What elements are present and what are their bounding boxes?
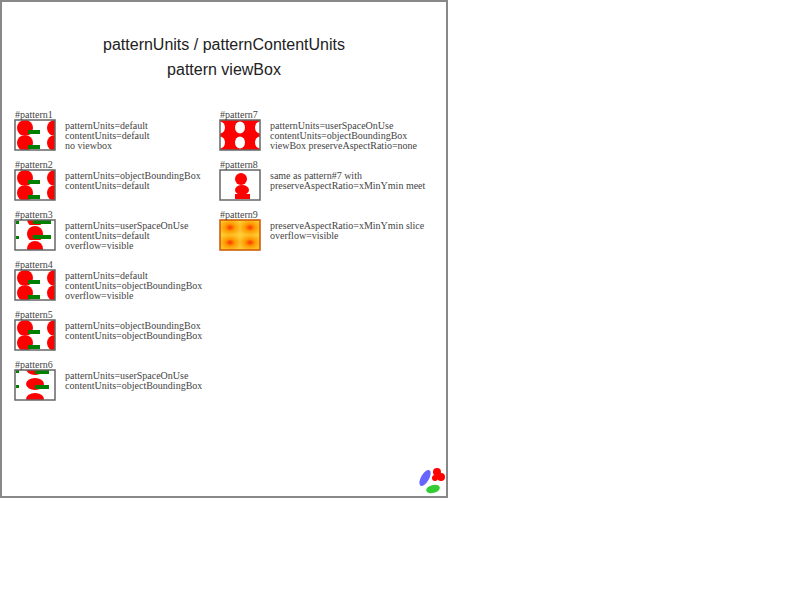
swatch-id: #pattern2: [15, 160, 53, 170]
swatch-id: #pattern6: [15, 360, 53, 370]
description-line: contentUnits=default: [65, 181, 150, 191]
swatch-id: #pattern5: [15, 310, 53, 320]
description-line: contentUnits=objectBoundingBox: [65, 331, 202, 341]
pattern-swatch: #pattern7: [220, 110, 258, 120]
description-line: overflow=visible: [65, 291, 133, 301]
subtitle: pattern viewBox: [1, 60, 447, 80]
description-line: viewBox preserveAspectRatio=none: [270, 141, 417, 151]
description-line: preserveAspectRatio=xMinYmin meet: [270, 181, 425, 191]
swatch-id: #pattern1: [15, 110, 53, 120]
description-line: no viewbox: [65, 141, 112, 151]
description-line: contentUnits=default: [65, 131, 150, 141]
pattern-swatch: #pattern8: [220, 160, 258, 170]
description-line: contentUnits=objectBoundingBox: [65, 381, 202, 391]
description-line: patternUnits=default: [65, 121, 148, 131]
description-line: same as pattern#7 with: [270, 171, 362, 181]
pattern-swatch: #pattern9: [220, 210, 258, 220]
pattern-swatch: #pattern6: [15, 360, 53, 370]
description-line: overflow=visible: [270, 231, 338, 241]
description-line: patternUnits=userSpaceOnUse: [270, 121, 393, 131]
description-line: patternUnits=default: [65, 271, 148, 281]
description-line: contentUnits=default: [65, 231, 150, 241]
pattern-swatch: #pattern4: [15, 260, 53, 270]
pattern-swatch: #pattern1: [15, 110, 53, 120]
description-line: overflow=visible: [65, 241, 133, 251]
description-line: patternUnits=userSpaceOnUse: [65, 221, 188, 231]
pattern-swatch: #pattern2: [15, 160, 53, 170]
swatch-id: #pattern8: [220, 160, 258, 170]
swatch-id: #pattern3: [15, 210, 53, 220]
page-title: patternUnits / patternContentUnits: [1, 35, 447, 55]
description-line: patternUnits=objectBoundingBox: [65, 321, 201, 331]
pattern-swatch: #pattern5: [15, 310, 53, 320]
swatch-id: #pattern9: [220, 210, 258, 220]
description-line: preserveAspectRatio=xMinYmin slice: [270, 221, 424, 231]
swatch-id: #pattern4: [15, 260, 53, 270]
pattern-swatch: #pattern3: [15, 210, 53, 220]
description-line: contentUnits=objectBoundingBox: [270, 131, 407, 141]
description-line: patternUnits=objectBoundingBox: [65, 171, 201, 181]
description-line: contentUnits=objectBoundingBox: [65, 281, 202, 291]
description-line: patternUnits=userSpaceOnUse: [65, 371, 188, 381]
swatch-id: #pattern7: [220, 110, 258, 120]
